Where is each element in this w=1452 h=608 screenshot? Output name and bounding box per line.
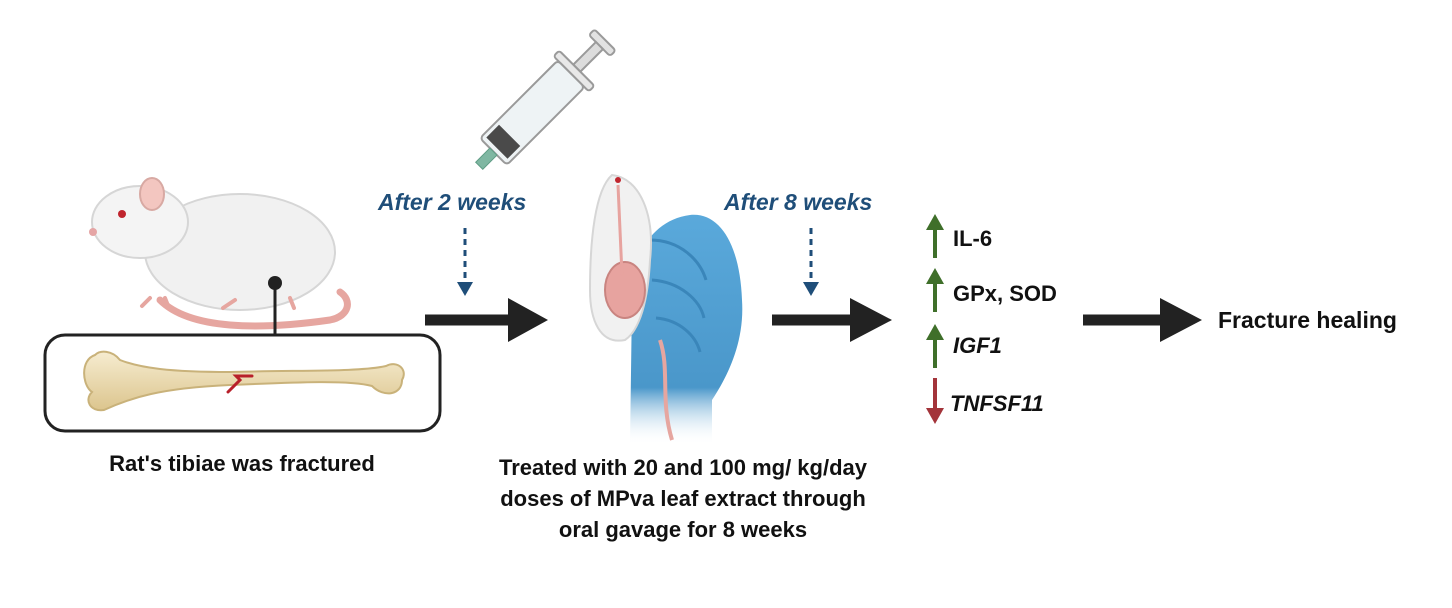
down-arrow-tnfsf11 bbox=[926, 378, 944, 424]
outcome-label: Fracture healing bbox=[1218, 307, 1397, 333]
fracture-caption: Rat's tibiae was fractured bbox=[109, 451, 375, 476]
flow-arrow-3 bbox=[1083, 298, 1202, 342]
timing-label-2-weeks: After 2 weeks bbox=[378, 189, 527, 215]
held-rat-icon bbox=[588, 173, 674, 441]
gloved-hand-icon bbox=[630, 214, 743, 445]
syringe-icon bbox=[474, 29, 616, 171]
treatment-caption: Treated with 20 and 100 mg/ kg/day doses… bbox=[498, 455, 868, 542]
marker-tnfsf11: TNFSF11 bbox=[950, 391, 1044, 416]
timing-label-8-weeks: After 8 weeks bbox=[724, 189, 873, 215]
marker-il6: IL-6 bbox=[953, 226, 993, 251]
marker-igf1: IGF1 bbox=[953, 333, 1002, 358]
flow-arrow-1 bbox=[425, 228, 548, 342]
up-arrow-gpx bbox=[926, 268, 944, 312]
flow-arrow-2 bbox=[772, 228, 892, 342]
up-arrow-igf1 bbox=[926, 324, 944, 368]
marker-gpx-sod: GPx, SOD bbox=[953, 281, 1057, 306]
bone-icon bbox=[43, 333, 442, 433]
up-arrow-il6 bbox=[926, 214, 944, 258]
rat-icon bbox=[89, 177, 351, 335]
